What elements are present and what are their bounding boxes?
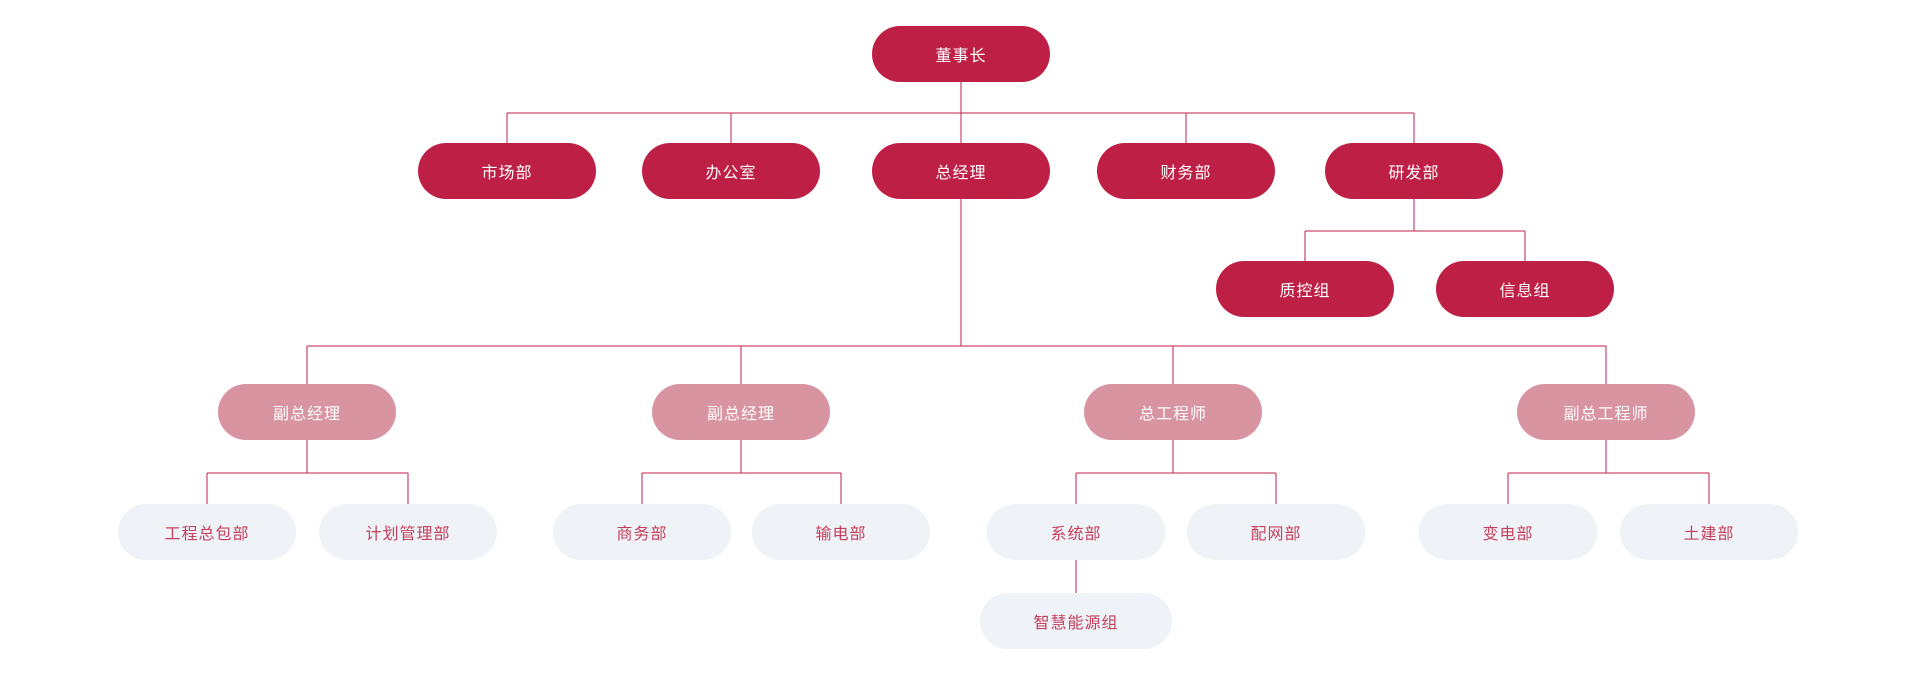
org-node-planning-dept[interactable]: 计划管理部 [319, 504, 497, 560]
org-node-transmission-dept[interactable]: 输电部 [752, 504, 930, 560]
org-node-deputy-gm-2[interactable]: 副总经理 [652, 384, 830, 440]
org-node-office[interactable]: 办公室 [642, 143, 820, 199]
org-node-qc-group[interactable]: 质控组 [1216, 261, 1394, 317]
org-node-finance-dept[interactable]: 财务部 [1097, 143, 1275, 199]
org-node-info-group[interactable]: 信息组 [1436, 261, 1614, 317]
org-node-smart-energy-group[interactable]: 智慧能源组 [980, 593, 1172, 649]
org-node-system-dept[interactable]: 系统部 [987, 504, 1165, 560]
org-node-marketing-dept[interactable]: 市场部 [418, 143, 596, 199]
org-node-civil-dept[interactable]: 土建部 [1620, 504, 1798, 560]
org-node-chief-engineer[interactable]: 总工程师 [1084, 384, 1262, 440]
org-node-epc-dept[interactable]: 工程总包部 [118, 504, 296, 560]
org-node-commerce-dept[interactable]: 商务部 [553, 504, 731, 560]
org-node-general-manager[interactable]: 总经理 [872, 143, 1050, 199]
org-node-deputy-chief-engineer[interactable]: 副总工程师 [1517, 384, 1695, 440]
org-node-distribution-dept[interactable]: 配网部 [1187, 504, 1365, 560]
org-node-chairman[interactable]: 董事长 [872, 26, 1050, 82]
org-node-rnd-dept[interactable]: 研发部 [1325, 143, 1503, 199]
org-node-deputy-gm-1[interactable]: 副总经理 [218, 384, 396, 440]
org-node-substation-dept[interactable]: 变电部 [1419, 504, 1597, 560]
